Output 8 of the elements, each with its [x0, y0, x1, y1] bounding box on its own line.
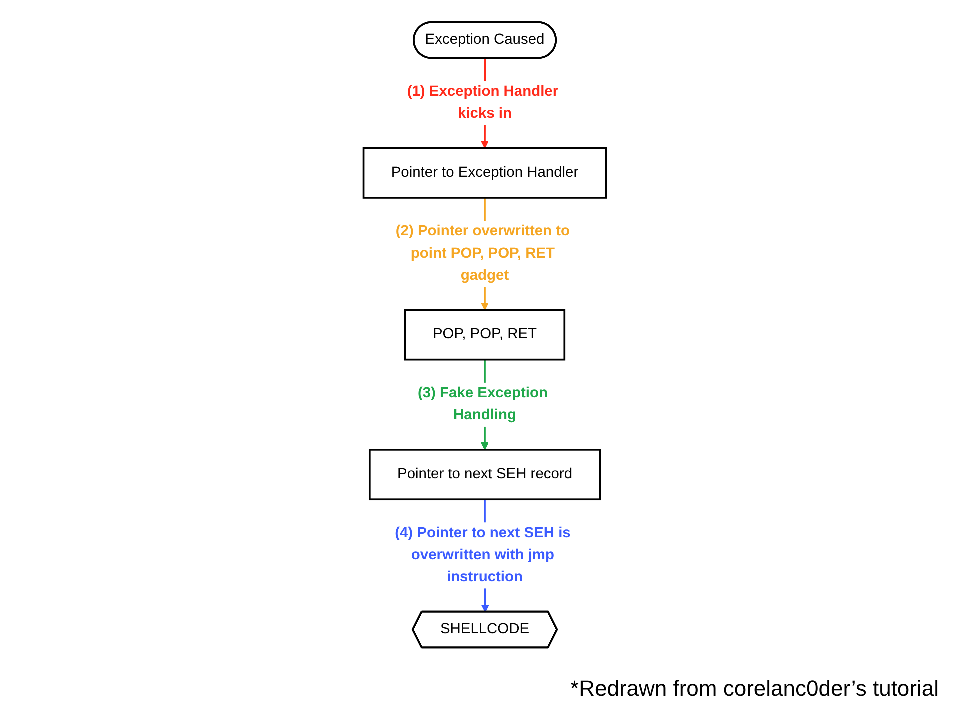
edge-label: (2) Pointer overwritten to point POP, POP, RET gadget	[395, 224, 570, 284]
node-box: POP, POP, RET	[404, 309, 566, 361]
note-text: *Redrawn from corelanc0der’s tutorial	[570, 676, 939, 702]
edge-label: (3) Fake Exception Handling	[417, 386, 548, 424]
edge-label: (1) Exception Handler kicks in	[406, 84, 558, 122]
node-box: Pointer to next SEH record	[368, 449, 600, 501]
node-box: Pointer to Exception Handler	[362, 147, 607, 199]
edge-label: (4) Pointer to next SEH is overwritten with jmp instruction	[394, 525, 570, 586]
